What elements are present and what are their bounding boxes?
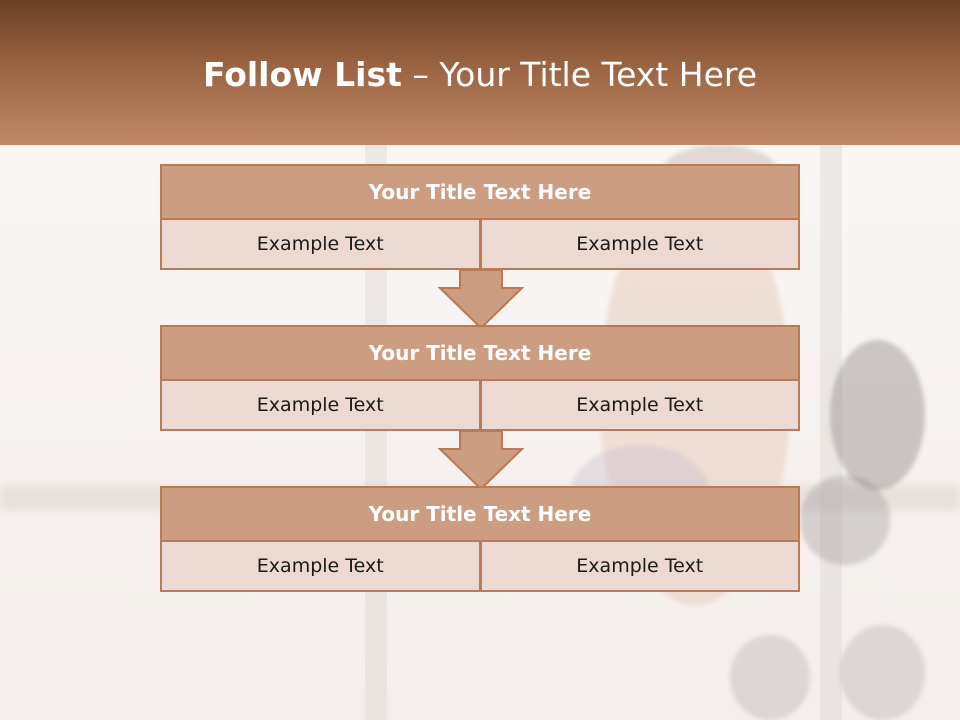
slide-title-rest: – Your Title Text Here [401,55,758,94]
step-1-right-text: Example Text [480,220,800,270]
step-title-1: Your Title Text Here [160,164,800,220]
step-box-2: Your Title Text Here Example Text Exampl… [160,325,800,431]
step-title-2: Your Title Text Here [160,325,800,381]
step-1-left-text: Example Text [160,220,481,270]
step-3-right-text: Example Text [480,542,800,592]
step-box-1: Your Title Text Here Example Text Exampl… [160,164,800,270]
down-arrow-icon [438,431,524,491]
step-title-3: Your Title Text Here [160,486,800,542]
slide-title: Follow List – Your Title Text Here [0,52,960,98]
step-box-3: Your Title Text Here Example Text Exampl… [160,486,800,592]
slide-title-bold: Follow List [202,55,402,94]
title-bar: Follow List – Your Title Text Here [0,0,960,145]
step-2-left-text: Example Text [160,381,481,431]
step-2-right-text: Example Text [480,381,800,431]
step-3-left-text: Example Text [160,542,481,592]
down-arrow-icon [438,270,524,330]
